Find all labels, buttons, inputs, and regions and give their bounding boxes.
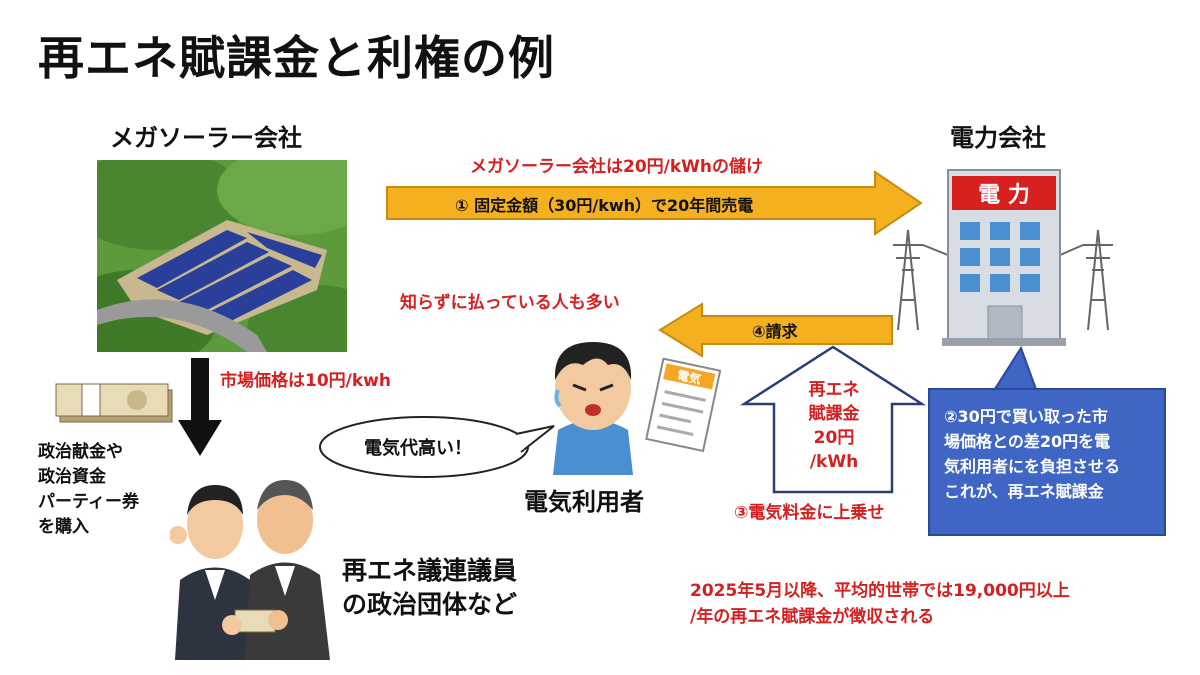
bill-card-text: 電気 bbox=[676, 367, 703, 387]
bottom-note-line: /年の再エネ賦課金が徴収される bbox=[690, 607, 935, 627]
down-arrow bbox=[178, 358, 222, 456]
politicians-text: 再エネ議連議員 の政治団体など bbox=[342, 554, 517, 622]
money-bundle-icon bbox=[55, 383, 173, 423]
politicians-line: の政治団体など bbox=[342, 590, 518, 619]
market-price-note: 市場価格は10円/kwh bbox=[220, 371, 391, 391]
profit-note: メガソーラー会社は20円/kWhの儲け bbox=[470, 157, 764, 177]
unaware-note: 知らずに払っている人も多い bbox=[400, 293, 620, 313]
billing-arrow bbox=[658, 302, 893, 358]
surcharge-hollow-arrow bbox=[740, 345, 926, 494]
donation-line: 政治資金 bbox=[38, 467, 106, 487]
bottom-note: 2025年5月以降、平均的世帯では19,000円以上 /年の再エネ賦課金が徴収さ… bbox=[690, 578, 1070, 630]
explanation-line: 場価格との差20円を電 bbox=[944, 432, 1111, 451]
power-company-heading: 電力会社 bbox=[950, 124, 1046, 152]
sell-arrow-label: ① 固定金額（30円/kwh）で20年間売電 bbox=[455, 196, 754, 215]
donation-text: 政治献金や 政治資金 パーティー券 を購入 bbox=[38, 440, 139, 540]
explanation-line: ②30円で買い取った市 bbox=[944, 407, 1108, 426]
politicians-illustration bbox=[170, 480, 330, 660]
explanation-line: 気利用者にを負担させる bbox=[944, 457, 1121, 476]
power-company-building-image: 電 力 bbox=[893, 169, 1113, 346]
surcharge-line: 20円 bbox=[813, 428, 855, 448]
surcharge-line: 再エネ bbox=[808, 380, 860, 400]
explanation-line: これが、再エネ賦課金 bbox=[944, 482, 1104, 501]
page-title: 再エネ賦課金と利権の例 bbox=[38, 31, 555, 85]
politicians-line: 再エネ議連議員 bbox=[342, 556, 518, 585]
add-to-bill-note: ③電気料金に上乗せ bbox=[734, 503, 885, 523]
consumer-illustration bbox=[553, 342, 633, 475]
surcharge-line: 賦課金 bbox=[808, 404, 860, 424]
speech-text: 電気代高い！ bbox=[364, 438, 472, 459]
sell-arrow bbox=[386, 170, 923, 236]
donation-line: を購入 bbox=[38, 517, 89, 537]
blue-callout-pointer bbox=[991, 346, 1039, 392]
donation-line: 政治献金や bbox=[38, 442, 123, 462]
mega-solar-heading: メガソーラー会社 bbox=[110, 124, 302, 152]
surcharge-line: /kWh bbox=[809, 452, 859, 472]
solar-farm-image bbox=[97, 160, 347, 352]
consumer-label: 電気利用者 bbox=[524, 488, 644, 516]
surcharge-text: 再エネ 賦課金 20円 /kWh bbox=[786, 378, 882, 474]
building-sign-text: 電 力 bbox=[978, 183, 1030, 208]
electric-bill-card: 電気 bbox=[645, 358, 722, 453]
donation-line: パーティー券 bbox=[38, 492, 139, 512]
speech-bubble bbox=[319, 416, 555, 478]
bottom-note-line: 2025年5月以降、平均的世帯では19,000円以上 bbox=[690, 581, 1070, 601]
surcharge-explanation-box: ②30円で買い取った市 場価格との差20円を電 気利用者にを負担させる これが、… bbox=[928, 388, 1166, 536]
billing-arrow-label: ④請求 bbox=[752, 322, 798, 341]
